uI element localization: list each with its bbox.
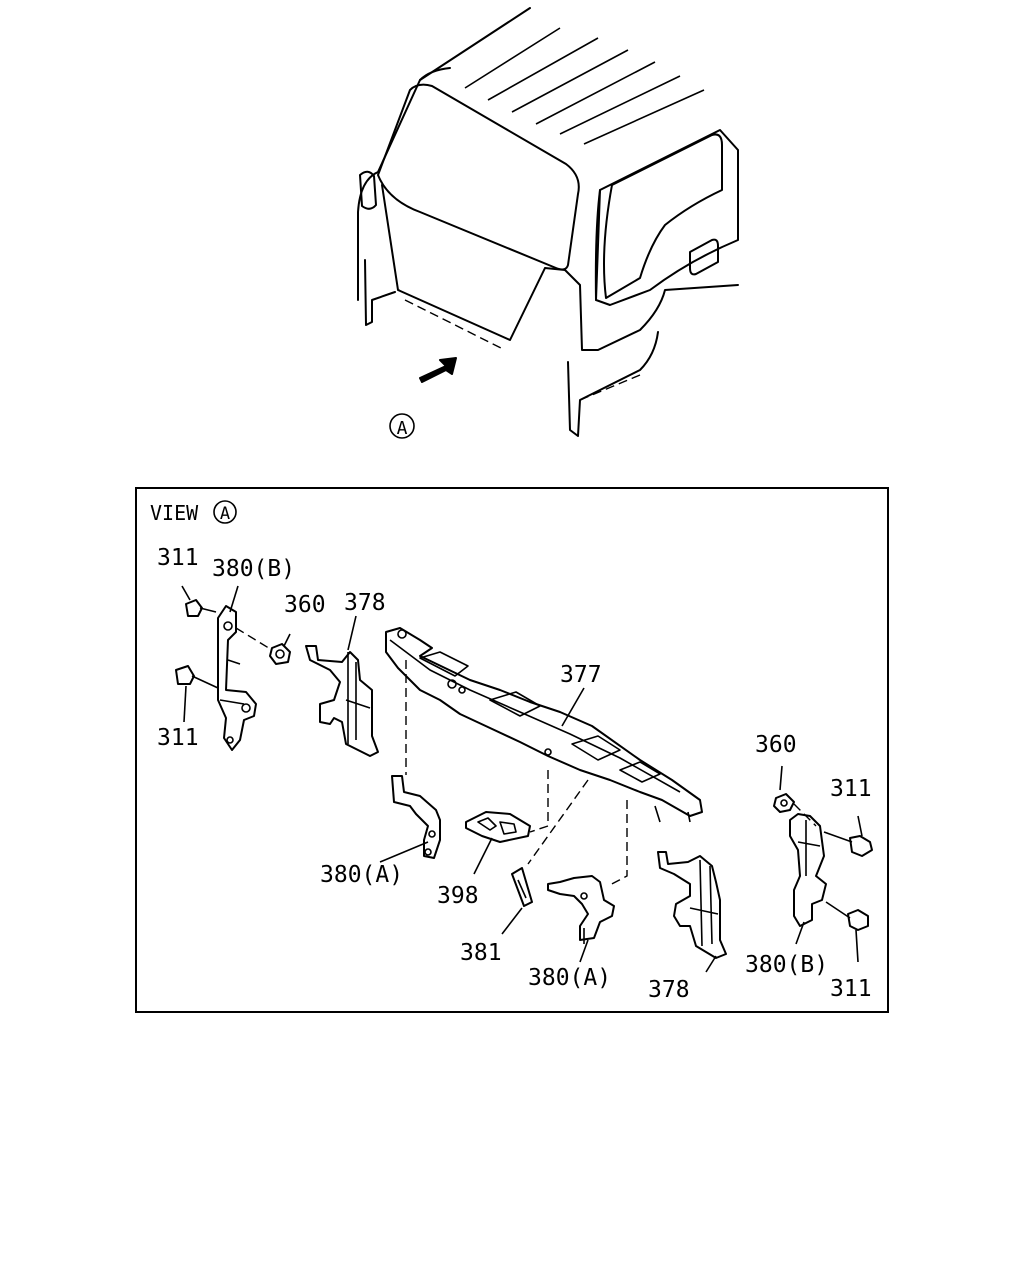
view-title-marker-letter: A: [220, 504, 230, 524]
bracket-380b-left: 311 380(B) 360 311: [157, 545, 326, 751]
assembly-guides: [405, 660, 628, 887]
callout-311-right-upper: 311: [830, 776, 872, 802]
view-a-title: VIEW A: [150, 500, 237, 525]
crossmember-377: 377: [385, 627, 703, 823]
callout-378-bottom: 378: [648, 977, 690, 1003]
callout-380b-top-left: 380(B): [212, 556, 295, 582]
callout-311-right-lower: 311: [830, 976, 872, 1002]
callout-311-mid-left: 311: [157, 725, 199, 751]
callout-381: 381: [460, 940, 502, 966]
stay-380a-left: 380(A): [320, 775, 441, 888]
callout-360-top-left: 360: [284, 592, 326, 618]
panel-378-right: 378: [648, 851, 727, 1003]
view-a-frame: [135, 487, 889, 1013]
panel-378-left: 378: [305, 590, 386, 757]
callout-380a-left: 380(A): [320, 862, 403, 888]
view-a-marker-letter: A: [397, 418, 408, 439]
vehicle-cab-illustration: A: [357, 7, 739, 439]
callout-360-right: 360: [755, 732, 797, 758]
callout-380a-center: 380(A): [528, 965, 611, 991]
callout-398: 398: [437, 883, 479, 909]
view-title-marker-circle: [213, 500, 237, 524]
plate-398: 398: [437, 811, 531, 909]
view-a-marker-circle: [389, 413, 415, 439]
callout-378-top-left: 378: [344, 590, 386, 616]
stay-380a-center: 380(A): [528, 875, 615, 991]
callout-377: 377: [560, 662, 602, 688]
callout-380b-right: 380(B): [745, 952, 828, 978]
bracket-380b-right: 360 311 380(B) 311: [745, 732, 873, 1002]
callout-311-top-left: 311: [157, 545, 199, 571]
view-title-text: VIEW: [150, 501, 199, 525]
shim-381: 381: [460, 867, 533, 966]
